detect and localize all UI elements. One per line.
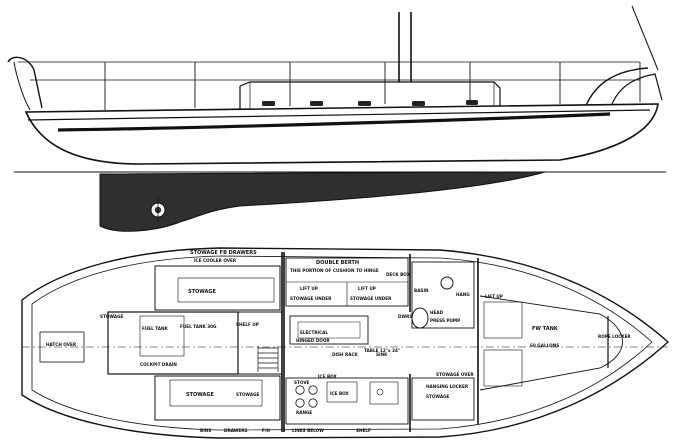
- ice-box-rect: [326, 381, 358, 403]
- label-bins: BINS: [200, 428, 211, 433]
- galley: [285, 377, 409, 425]
- label-fw-gallons: 60 GALLONS: [530, 343, 559, 348]
- plan-labels: STOWAGE FB DRAWERS ICE COOLER OVER DOUBL…: [46, 250, 631, 433]
- label-electrical: ELECTRICAL: [300, 330, 328, 335]
- sheer-line: [27, 109, 651, 121]
- label-head: HEAD: [430, 310, 444, 315]
- label-stowage-under-1: STOWAGE UNDER: [290, 296, 332, 301]
- hanging-locker-box: [411, 377, 475, 421]
- label-cockpit-drain: COCKPIT DRAIN: [140, 362, 177, 367]
- label-stowage-bot: STOWAGE: [100, 314, 124, 319]
- head-compartment: [411, 261, 475, 329]
- keel-underbody: [99, 171, 546, 232]
- toilet-icon: [411, 307, 429, 329]
- label-lift-up-2: LIFT UP: [358, 286, 376, 291]
- label-dwrs: DWRS: [398, 314, 412, 319]
- label-stowage-fwd: STOWAGE: [426, 394, 450, 399]
- bulkheads: [281, 252, 479, 432]
- label-hanging-r: HANG: [456, 292, 470, 297]
- label-lift-up-1: LIFT UP: [300, 286, 318, 291]
- label-rope-locker: ROPE LOCKER: [598, 334, 631, 339]
- label-shelf: SHELF: [356, 428, 371, 433]
- label-dish-rack: DISH RACK: [332, 352, 359, 357]
- label-ice-cooler-over: ICE COOLER OVER: [194, 258, 237, 263]
- label-ice-box: ICE BOX: [330, 391, 350, 396]
- label-table: TABLE 12"x 24": [364, 348, 400, 353]
- label-stowage-top: STOWAGE: [188, 289, 217, 295]
- forestay: [631, 5, 659, 71]
- label-lines-below: LINES BELOW: [292, 428, 324, 433]
- label-stowage-bottom: STOWAGE: [186, 392, 215, 398]
- label-fw-tank: FW TANK: [532, 326, 559, 332]
- label-stowage-lower: STOWAGE: [236, 392, 260, 397]
- label-lift-up-fwd: LIFT UP: [485, 294, 503, 299]
- label-cushion-hinge: THIS PORTION OF CUSHION TO HINGE: [290, 268, 379, 273]
- stowage-top-box: [154, 265, 281, 311]
- deck-inner: [31, 255, 653, 431]
- portlights: [262, 100, 478, 106]
- profile-view: [7, 5, 666, 232]
- bow-pulpit: [584, 67, 649, 109]
- label-pressure-pump: PRESS PUMP: [430, 318, 460, 323]
- label-hatch-over: HATCH OVER: [46, 342, 77, 347]
- basin-circle: [440, 276, 454, 290]
- label-shelf-up: SHELF UP: [236, 322, 259, 327]
- stern-pulpit: [7, 56, 43, 109]
- label-hinged-door: HINGED DOOR: [296, 338, 330, 343]
- label-sink: SINK: [376, 352, 388, 357]
- sink-rect: [369, 381, 399, 405]
- label-stowage-fb-drawers: STOWAGE FB DRAWERS: [190, 250, 257, 256]
- label-double-berth: DOUBLE BERTH: [316, 260, 359, 266]
- propeller: [150, 198, 166, 222]
- bow-pulpit-fwd: [611, 73, 663, 105]
- label-basin: BASIN: [414, 288, 429, 293]
- label-deck-box: DECK BOX: [386, 272, 411, 277]
- plan-view: STOWAGE FB DRAWERS ICE COOLER OVER DOUBL…: [21, 247, 670, 439]
- label-fh: F/H: [262, 428, 270, 433]
- deck-outline: [21, 247, 670, 439]
- dinette-table: [289, 315, 369, 345]
- label-stowage-over: STOWAGE OVER: [436, 372, 474, 377]
- stove-burners: [295, 385, 318, 408]
- ladder: [257, 346, 279, 372]
- label-ice-box-sm: ICE BOX: [318, 374, 338, 379]
- fuel-tank: [139, 315, 185, 357]
- cove-stripe: [57, 112, 611, 132]
- label-fuel-tank: FUEL TANK: [142, 326, 169, 331]
- v-berth: [479, 295, 623, 391]
- stern-pulpit-leg: [13, 61, 31, 111]
- label-drawers: DRAWERS: [224, 428, 247, 433]
- stanchions: [104, 62, 641, 110]
- label-fuel-fill: FUEL TANK 30G: [180, 324, 217, 329]
- label-hanging-locker: HANGING LOCKER: [426, 384, 469, 389]
- label-stove: STOVE: [294, 380, 310, 385]
- hull: [24, 103, 659, 165]
- label-stowage-under-2: STOWAGE UNDER: [350, 296, 392, 301]
- label-range: RANGE: [296, 410, 312, 415]
- stowage-bottom-box: [154, 375, 281, 421]
